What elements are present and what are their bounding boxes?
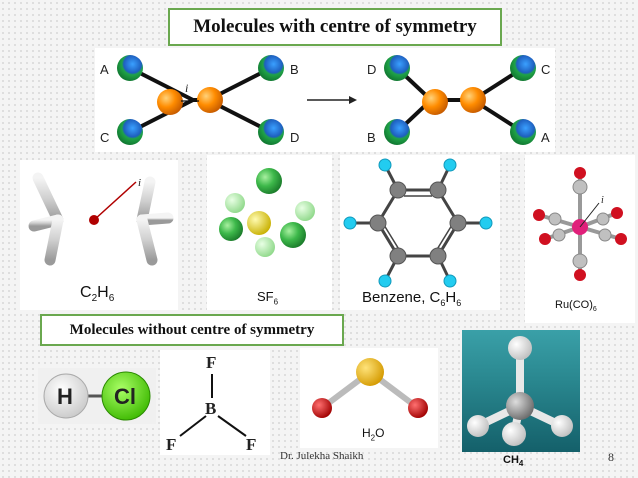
ch4-caption: CH4	[503, 454, 524, 469]
hcl-h-label: H	[57, 384, 73, 409]
ch4-panel	[462, 330, 580, 452]
inversion-diagram-svg: i A B C D D C B A	[100, 55, 550, 145]
sf6-caption: SF6	[257, 289, 279, 307]
sf6-panel: SF6	[207, 155, 332, 310]
sf6-model	[219, 168, 315, 257]
h2o-caption: H2O	[362, 426, 385, 443]
bf3-structure: F B F F	[166, 353, 256, 454]
arrow-icon	[307, 96, 357, 104]
right-label-b: B	[367, 130, 376, 145]
section-title-text: Molecules without centre of symmetry	[69, 321, 315, 338]
hcl-model: H Cl	[43, 371, 151, 421]
right-label-c: C	[541, 62, 550, 77]
ch4-model	[467, 336, 573, 446]
right-label-d: D	[367, 62, 376, 77]
ruco6-caption: Ru(CO)6	[555, 299, 597, 314]
ethane-panel: i C2H6	[20, 160, 178, 310]
page-title: Molecules with centre of symmetry	[168, 8, 502, 46]
benzene-caption: Benzene, C6H6	[362, 289, 462, 308]
ruco6-inversion-label: i	[601, 195, 604, 206]
left-label-d: D	[290, 130, 299, 145]
left-label-b: B	[290, 62, 299, 77]
ruco6-panel: i Ru(CO)6	[525, 155, 635, 323]
ethane-model: i	[28, 172, 174, 266]
bf3-panel: F B F F	[160, 350, 270, 455]
h2o-panel: H2O	[300, 348, 438, 448]
benzene-panel: Benzene, C6H6	[340, 155, 500, 310]
bf3-b: B	[205, 399, 216, 418]
left-label-c: C	[100, 130, 109, 145]
page-number: 8	[608, 450, 614, 464]
right-label-a: A	[541, 130, 550, 145]
page-title-text: Molecules with centre of symmetry	[193, 16, 477, 37]
right-molecule	[384, 55, 536, 145]
benzene-model	[343, 158, 493, 288]
section-title: Molecules without centre of symmetry	[40, 314, 344, 346]
bf3-f-top: F	[206, 353, 216, 372]
ethane-inversion-label: i	[138, 177, 141, 189]
hcl-panel: H Cl	[38, 368, 156, 424]
inversion-symbol: i	[185, 81, 188, 95]
bf3-f-right: F	[246, 435, 256, 454]
bf3-f-left: F	[166, 435, 176, 454]
author-footer: Dr. Julekha Shaikh	[280, 450, 364, 462]
hcl-cl-label: Cl	[114, 384, 136, 409]
left-label-a: A	[100, 62, 109, 77]
ethane-caption: C2H6	[80, 284, 115, 305]
inversion-diagram: i A B C D D C B A	[95, 48, 555, 152]
h2o-model	[312, 358, 428, 418]
ruco6-model: i	[533, 167, 627, 281]
left-molecule	[117, 55, 284, 145]
